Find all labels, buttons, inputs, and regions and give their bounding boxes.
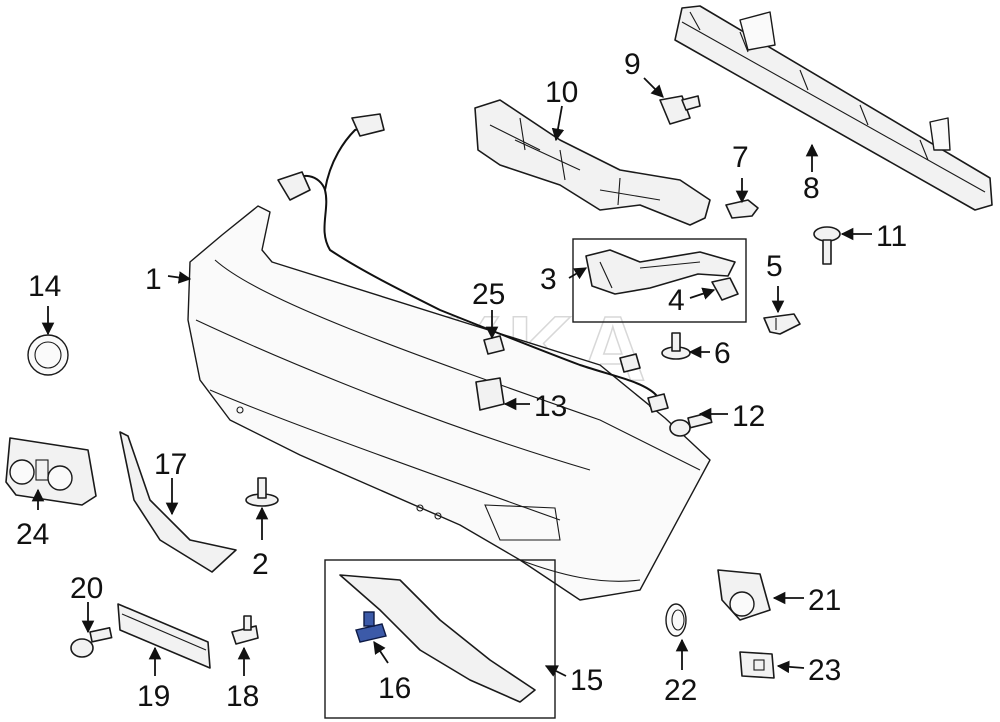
- callout-14: 14: [28, 270, 61, 303]
- callout-13: 13: [534, 390, 567, 423]
- part-12-bolt: [669, 411, 713, 437]
- callout-15: 15: [570, 664, 603, 697]
- part-6-pin: [661, 332, 691, 360]
- part-2-stud: [245, 477, 279, 507]
- part-18-push-pin: [231, 615, 259, 645]
- part-25-wiring-harness: [277, 113, 669, 413]
- part-16-highlighted-clip: [355, 611, 387, 643]
- callout-12: 12: [732, 400, 765, 433]
- callout-18: 18: [226, 680, 259, 713]
- callout-19: 19: [137, 680, 170, 713]
- leader-lines: [31, 77, 872, 677]
- callout-17: 17: [154, 448, 187, 481]
- callout-16: 16: [378, 672, 411, 705]
- part-24-switch-module: [5, 437, 97, 506]
- part-19-plate: [117, 603, 211, 669]
- part-9-bolt: [659, 95, 701, 125]
- part-5-push-pin: [763, 313, 801, 335]
- callout-7: 7: [732, 141, 749, 174]
- callout-24: 24: [16, 518, 49, 551]
- callout-10: 10: [545, 76, 578, 109]
- part-17-trim-strip: [119, 431, 237, 573]
- part-15-lower-deflector: [339, 574, 536, 703]
- part-14-grommet: [27, 334, 69, 376]
- callout-1: 1: [145, 263, 162, 296]
- part-4-clip: [711, 277, 739, 301]
- callout-21: 21: [808, 584, 841, 617]
- part-3-group-box: [572, 238, 747, 323]
- callout-20: 20: [70, 572, 103, 605]
- callout-labels: 1 2 3 4 5 6 7 8 9 10 11 12 13 14 15 16 1…: [16, 48, 907, 713]
- part-10-bracket: [474, 99, 711, 226]
- callout-11: 11: [876, 220, 907, 253]
- part-15-group-box: [324, 559, 556, 719]
- part-8-reinforcement-beam: [674, 5, 993, 211]
- callout-9: 9: [624, 48, 641, 81]
- callout-6: 6: [714, 337, 731, 370]
- callout-23: 23: [808, 654, 841, 687]
- callout-4: 4: [668, 284, 685, 317]
- part-7-clip: [725, 199, 759, 219]
- callout-22: 22: [664, 674, 697, 707]
- part-13-sensor-housing: [475, 377, 505, 411]
- part-21-parking-sensor: [717, 569, 771, 621]
- part-11-screw: [813, 226, 841, 265]
- part-23-sensor-bracket: [739, 651, 775, 679]
- callout-8: 8: [803, 172, 820, 205]
- part-22-bezel-ring: [665, 603, 687, 637]
- callout-25: 25: [472, 278, 505, 311]
- callout-3: 3: [540, 263, 557, 296]
- part-20-bolt: [70, 627, 113, 658]
- callout-5: 5: [766, 250, 783, 283]
- part-3-mount-bracket: [585, 249, 736, 295]
- callout-2: 2: [252, 548, 269, 581]
